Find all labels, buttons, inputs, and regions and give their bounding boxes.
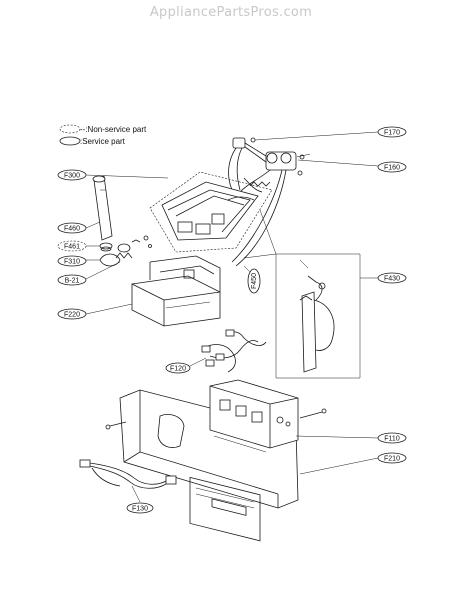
wire-harness	[201, 329, 267, 373]
detergent-drawer	[131, 255, 221, 327]
callout-f120: F120	[165, 362, 191, 374]
non-service-symbol	[59, 124, 81, 134]
callout-f210-label: F210	[384, 456, 400, 463]
leader-lines	[85, 131, 379, 503]
callout-f300: F300	[57, 169, 87, 181]
callout-f450: F450	[247, 268, 261, 294]
callout-b21-label: B-21	[65, 278, 80, 285]
callout-f310-label: F310	[64, 259, 80, 266]
water-valve-assembly	[228, 137, 311, 267]
callout-f110: F110	[377, 432, 407, 444]
callout-f461-label: F461	[64, 244, 80, 251]
callout-f160-label: F160	[384, 165, 400, 172]
callout-f220: F220	[57, 308, 87, 320]
callout-f310: F310	[57, 255, 87, 267]
service-symbol	[59, 136, 81, 146]
watermark-text: AppliancePartsPros.com	[150, 5, 312, 20]
legend-service-label: :Service part	[80, 137, 126, 146]
callout-f110-label: F110	[384, 436, 400, 443]
callout-f220-label: F220	[64, 312, 80, 319]
callout-f450-label: F450	[251, 273, 258, 289]
hose-detail-box	[243, 209, 361, 379]
control-panel	[105, 379, 327, 542]
callout-f430: F430	[377, 272, 407, 284]
callout-f170: F170	[377, 126, 407, 138]
callout-f130: F130	[126, 502, 154, 514]
callout-f160: F160	[377, 161, 407, 173]
legend: --:Non-service part :Service part	[59, 124, 147, 146]
legend-non-service-label: --:Non-service part	[80, 125, 147, 134]
callout-f460-label: F460	[64, 226, 80, 233]
callout-f120-label: F120	[170, 366, 186, 373]
drain-hose-parts	[92, 175, 152, 267]
callout-b21: B-21	[57, 274, 87, 286]
power-cable	[79, 459, 177, 489]
callout-f461: F461	[57, 240, 87, 252]
callout-f170-label: F170	[384, 130, 400, 137]
dispenser-housing	[149, 171, 273, 253]
callout-f130-label: F130	[132, 506, 148, 513]
callout-f430-label: F430	[384, 276, 400, 283]
callout-f460: F460	[57, 222, 87, 234]
callout-f300-label: F300	[64, 173, 80, 180]
callout-f210: F210	[377, 452, 407, 464]
